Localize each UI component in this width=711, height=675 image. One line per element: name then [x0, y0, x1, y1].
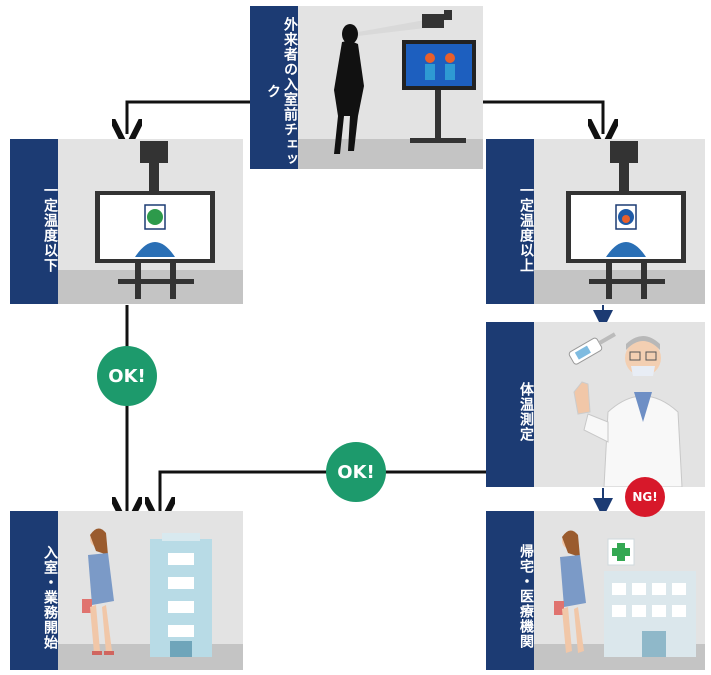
step-label: 体温測定 [486, 322, 534, 487]
step-visitor-check: 外来者の入室前チェック [250, 6, 483, 169]
step-label: 帰宅・医療機関 [486, 511, 534, 670]
arrow-check-to-below [127, 100, 250, 134]
monitor-high-temperature-illustration [566, 141, 686, 299]
ok-badge-middle: OK! [326, 442, 386, 502]
visitor-thermal-camera-illustration [334, 10, 476, 155]
step-label: 外来者の入室前チェック [250, 6, 298, 169]
step-label: 一定温度以上 [486, 139, 534, 304]
step-label: 入室・業務開始 [10, 511, 58, 670]
monitor-normal-temperature-illustration [95, 141, 215, 299]
woman-and-hospital-illustration [554, 530, 696, 657]
ng-badge: NG! [625, 477, 665, 517]
step-below-threshold: 一定温度以下 [10, 139, 243, 304]
woman-and-office-building-illustration [82, 528, 212, 657]
step-temperature-measurement: 体温測定 [486, 322, 705, 487]
arrow-measure-to-enter [160, 470, 490, 512]
step-label: 一定温度以下 [10, 139, 58, 304]
step-home-or-hospital: 帰宅・医療機関 [486, 511, 705, 670]
doctor-with-thermometer-illustration [568, 332, 683, 487]
step-enter-start-work: 入室・業務開始 [10, 511, 243, 670]
arrow-check-to-above [483, 100, 603, 134]
ok-badge-left: OK! [97, 346, 157, 406]
step-above-threshold: 一定温度以上 [486, 139, 705, 304]
